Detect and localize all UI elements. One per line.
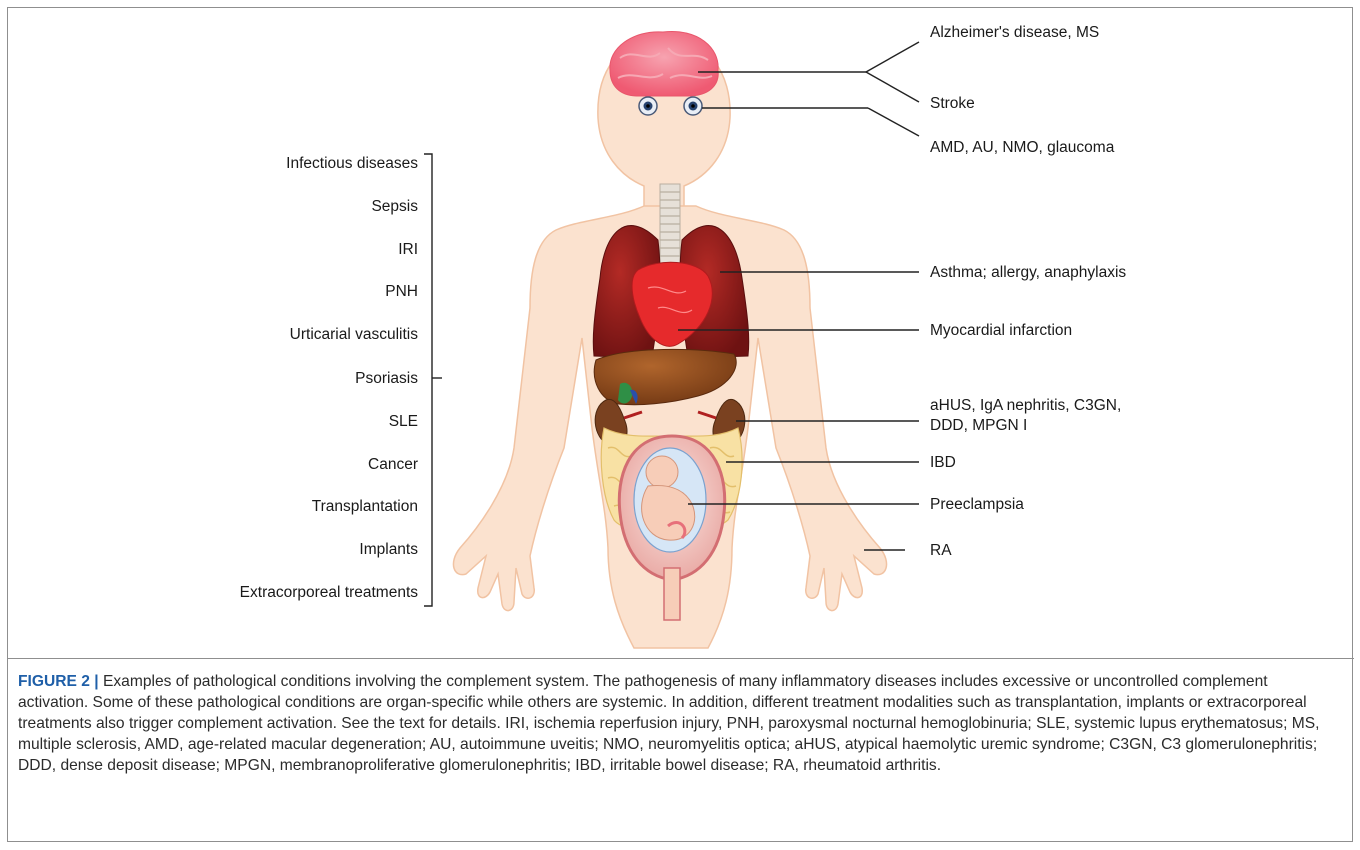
label-urticarial-vasculitis: Urticarial vasculitis — [158, 325, 418, 345]
label-transplantation: Transplantation — [158, 497, 418, 517]
label-alzheimers-ms: Alzheimer's disease, MS — [930, 23, 1099, 43]
label-stroke: Stroke — [930, 94, 975, 114]
figure-number: FIGURE 2 | — [18, 673, 99, 690]
label-ahus-line2: DDD, MPGN I — [930, 416, 1027, 436]
label-psoriasis: Psoriasis — [158, 369, 418, 389]
label-sle: SLE — [158, 412, 418, 432]
label-extracorporeal-treatments: Extracorporeal treatments — [158, 583, 418, 603]
label-sepsis: Sepsis — [158, 197, 418, 217]
figure-frame: Alzheimer's disease, MS Stroke AMD, AU, … — [7, 7, 1353, 842]
figure-caption: FIGURE 2 | Examples of pathological cond… — [18, 672, 1340, 777]
label-asthma-allergy: Asthma; allergy, anaphylaxis — [930, 263, 1126, 283]
caption-divider — [8, 658, 1354, 659]
label-preeclampsia: Preeclampsia — [930, 495, 1024, 515]
label-ra: RA — [930, 541, 952, 561]
caption-text: Examples of pathological conditions invo… — [18, 673, 1320, 774]
label-myocardial-infarction: Myocardial infarction — [930, 321, 1072, 341]
label-implants: Implants — [158, 540, 418, 560]
label-infectious-diseases: Infectious diseases — [158, 154, 418, 174]
anatomy-illustration: Alzheimer's disease, MS Stroke AMD, AU, … — [8, 8, 1354, 668]
label-ibd: IBD — [930, 453, 956, 473]
label-amd-au-nmo-glaucoma: AMD, AU, NMO, glaucoma — [930, 138, 1114, 158]
label-cancer: Cancer — [158, 455, 418, 475]
label-pnh: PNH — [158, 282, 418, 302]
brain-organ — [610, 31, 718, 96]
left-bracket — [424, 154, 442, 606]
trachea — [660, 184, 680, 274]
label-iri: IRI — [158, 240, 418, 260]
label-ahus-line1: aHUS, IgA nephritis, C3GN, — [930, 396, 1121, 416]
